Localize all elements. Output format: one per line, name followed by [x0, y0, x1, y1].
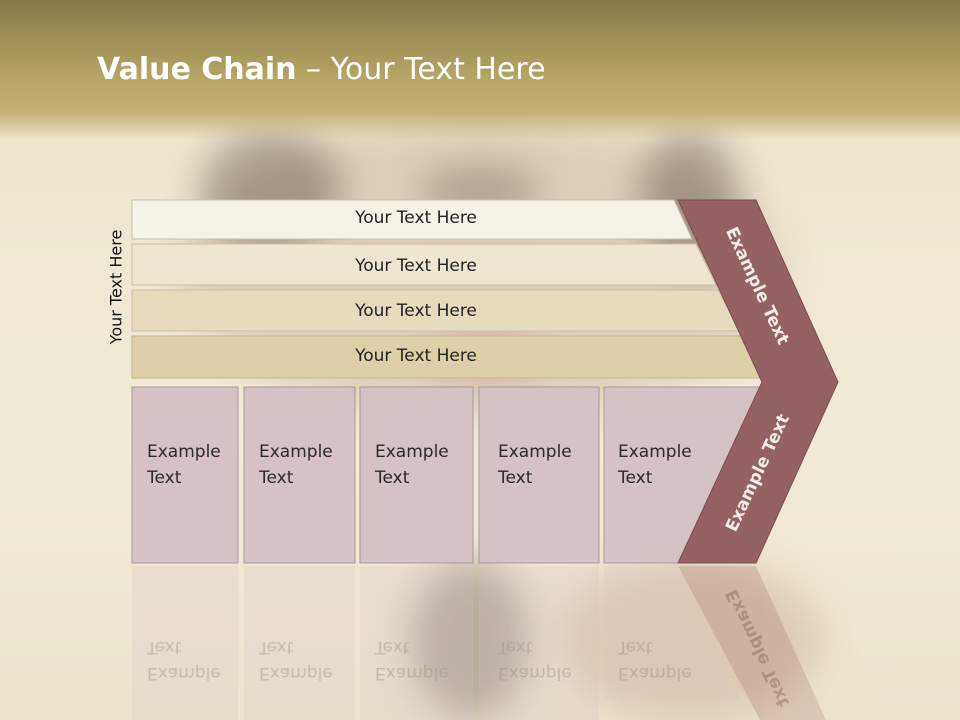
column-1-box [131, 386, 239, 564]
column-2-line2: Text [259, 468, 294, 488]
row-1-label: Your Text Here [355, 208, 477, 228]
row-2-label: Your Text Here [355, 256, 477, 276]
title-rest: – Your Text Here [296, 52, 546, 87]
reflection [132, 566, 826, 720]
column-3-line1: Example [375, 442, 449, 462]
column-2-line1: Example [259, 442, 333, 462]
column-3-box [359, 386, 474, 564]
column-1-line1: Example [147, 442, 221, 462]
row-3-label: Your Text Here [355, 301, 477, 321]
column-1-line2: Text [147, 468, 182, 488]
row-2-bar [131, 243, 717, 286]
row-1-bar [131, 199, 693, 240]
title-bar [0, 0, 960, 140]
column-2-box [243, 386, 356, 564]
row-4-label: Your Text Here [355, 346, 477, 366]
column-4-line1: Example [498, 442, 572, 462]
page-title: Value Chain – Your Text Here [97, 52, 546, 87]
column-4-line2: Text [498, 468, 533, 488]
column-5-line2: Text [618, 468, 653, 488]
column-5-line1: Example [618, 442, 692, 462]
column-3-line2: Text [375, 468, 410, 488]
chevron-arrow [677, 199, 839, 564]
title-bold: Value Chain [97, 52, 297, 87]
column-4-box [478, 386, 600, 564]
